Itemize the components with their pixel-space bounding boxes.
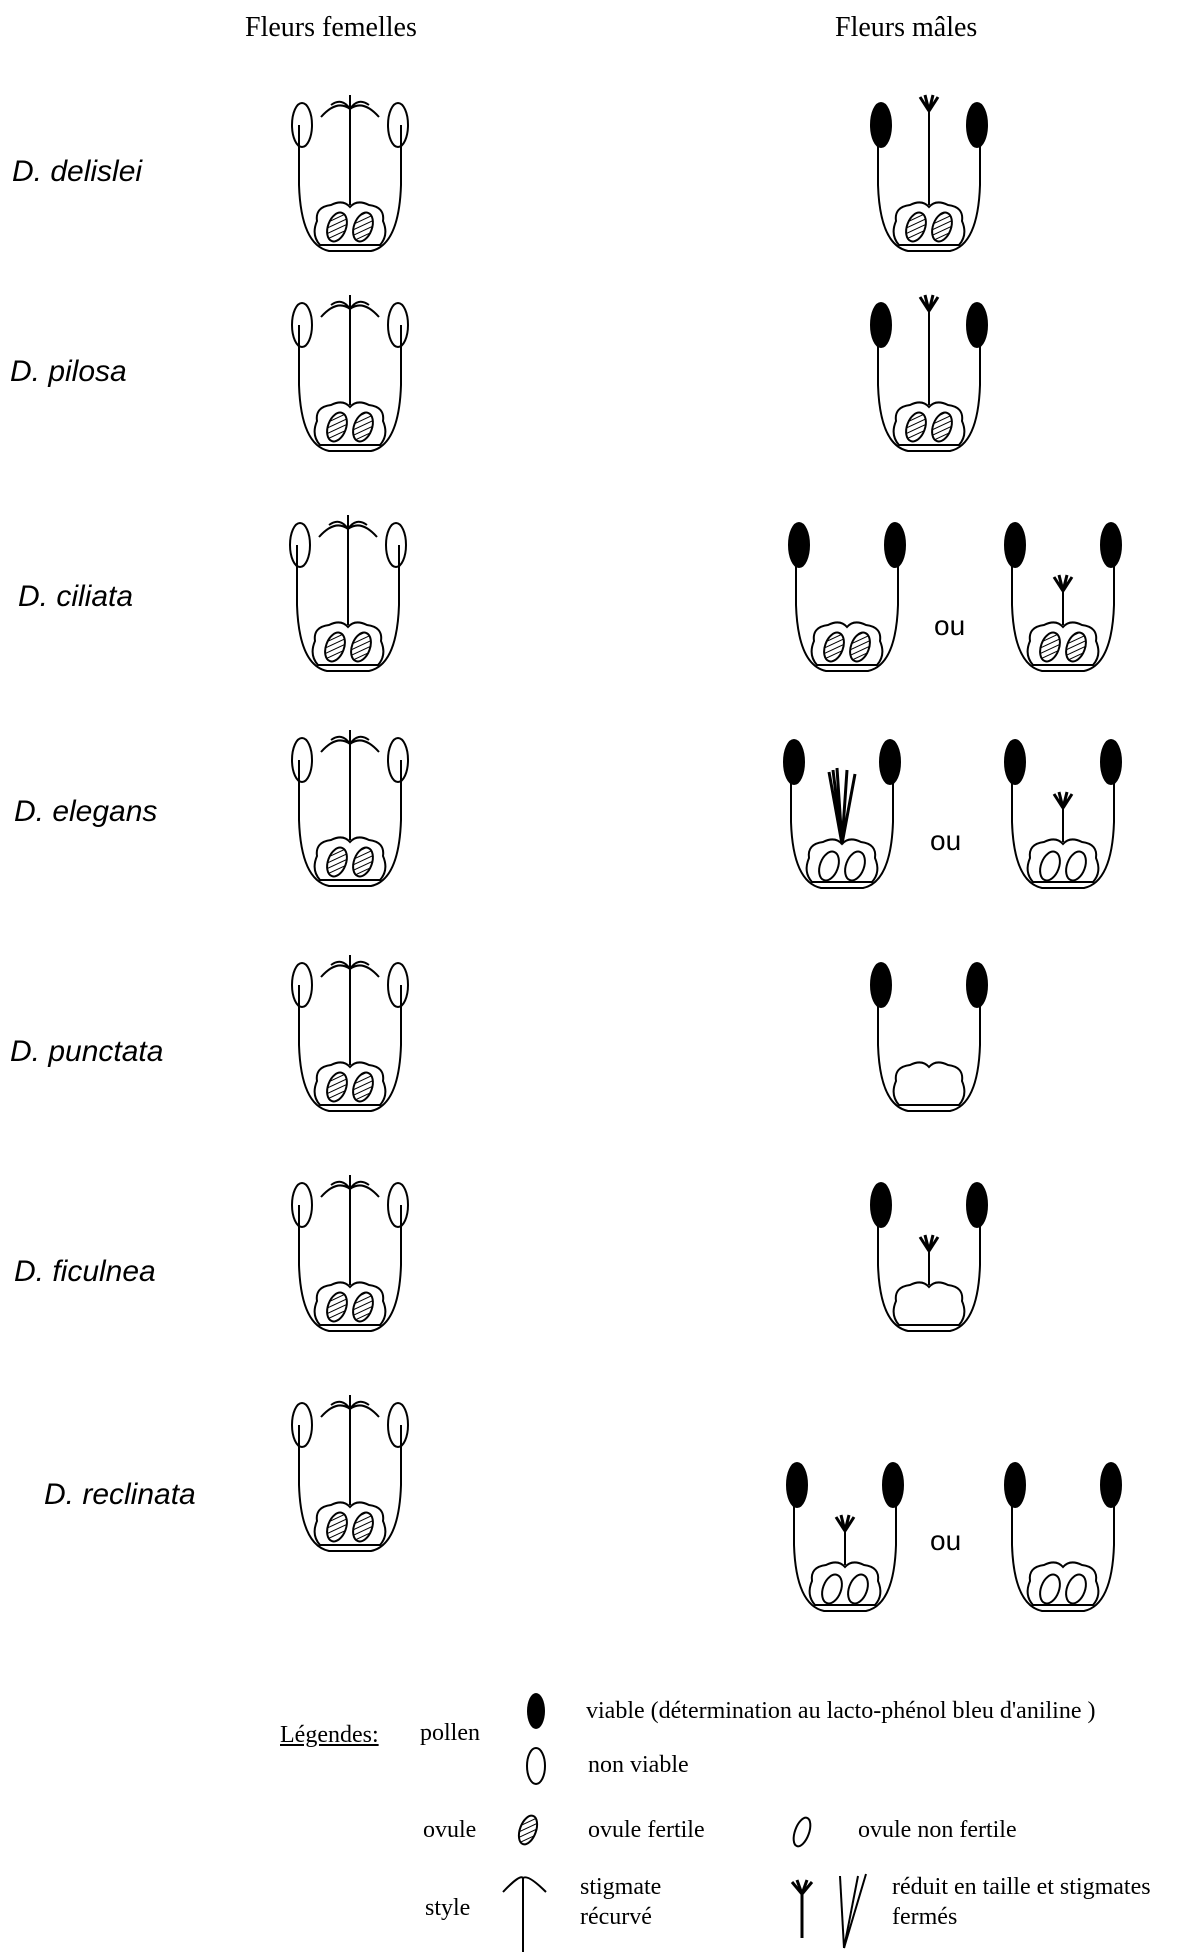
legend-pollen-label: pollen (420, 1718, 480, 1748)
legend-reduced-text-2: fermés (892, 1902, 957, 1932)
species-label-reclinata: D. reclinata (44, 1478, 196, 1512)
legend-pollen-viable-icon (524, 1690, 548, 1732)
legend-reduced-text-1: réduit en taille et stigmates (892, 1872, 1151, 1902)
male-flower-punctata (866, 955, 992, 1115)
male-flower-delislei (866, 95, 992, 255)
female-flower-ficulnea (287, 1175, 413, 1335)
female-flower-reclinata (287, 1395, 413, 1555)
legend-ovule-nonfertile-icon (790, 1812, 814, 1852)
legend-pollen-nonviable-icon (524, 1745, 548, 1787)
female-flower-elegans (287, 730, 413, 890)
legend-recurved-text-1: stigmate (580, 1872, 661, 1902)
connector-ou-reclinata: ou (930, 1525, 961, 1557)
legend-closed-stigma-icon (836, 1872, 876, 1952)
species-label-ciliata: D. ciliata (18, 580, 133, 614)
species-label-punctata: D. punctata (10, 1035, 163, 1069)
female-column-header: Fleurs femelles (245, 12, 417, 44)
legend-ovule-nonfertile-text: ovule non fertile (858, 1815, 1017, 1845)
legend-reduced-stigma-icon (782, 1880, 822, 1940)
female-flower-punctata (287, 955, 413, 1115)
connector-ou-elegans: ou (930, 825, 961, 857)
female-flower-pilosa (287, 295, 413, 455)
male-flower-ciliata-a (784, 515, 910, 675)
species-label-ficulnea: D. ficulnea (14, 1255, 156, 1289)
male-flower-elegans-b (1000, 732, 1126, 892)
legend-ovule-fertile-text: ovule fertile (588, 1815, 705, 1845)
male-flower-ficulnea (866, 1175, 992, 1335)
legend-ovule-label: ovule (423, 1815, 476, 1845)
male-flower-pilosa (866, 295, 992, 455)
legend-pollen-viable-text: viable (détermination au lacto-phénol bl… (586, 1696, 1095, 1726)
species-label-delislei: D. delislei (12, 155, 142, 189)
female-flower-delislei (287, 95, 413, 255)
female-flower-ciliata (285, 515, 411, 675)
legend-ovule-fertile-icon (516, 1810, 540, 1850)
male-flower-ciliata-b (1000, 515, 1126, 675)
species-label-elegans: D. elegans (14, 795, 157, 829)
legend-recurved-text-2: récurvé (580, 1902, 652, 1932)
legend-title: Légendes: (280, 1720, 379, 1750)
male-flower-reclinata-a (782, 1455, 908, 1615)
connector-ou-ciliata: ou (934, 610, 965, 642)
legend-recurved-stigma-icon (498, 1872, 558, 1952)
species-label-pilosa: D. pilosa (10, 355, 127, 389)
legend-pollen-nonviable-text: non viable (588, 1750, 689, 1780)
legend-style-label: style (425, 1893, 470, 1923)
male-column-header: Fleurs mâles (835, 12, 977, 44)
male-flower-elegans-a (779, 732, 905, 892)
male-flower-reclinata-b (1000, 1455, 1126, 1615)
